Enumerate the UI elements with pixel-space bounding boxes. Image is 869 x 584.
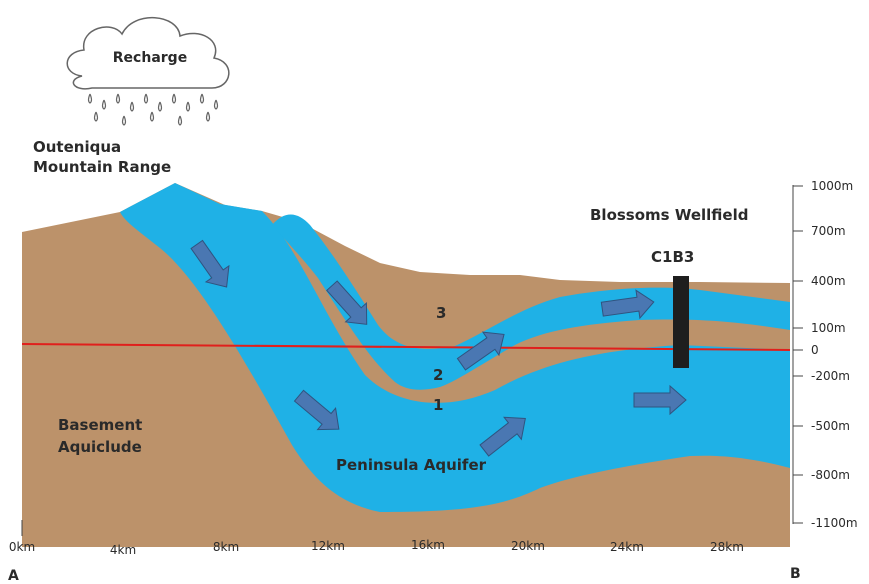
distance-tick-label: 24km <box>610 540 644 554</box>
depth-tick-label: -800m <box>811 468 850 482</box>
distance-tick-label: 16km <box>411 538 445 552</box>
flow-arrow-icon <box>600 289 655 320</box>
flow-arrow-icon <box>456 331 505 371</box>
upper-aquifer-band <box>272 214 790 390</box>
depth-tick-label: -1100m <box>811 516 858 530</box>
recharge-cloud-icon: Recharge <box>66 17 230 126</box>
depth-tick-label: -200m <box>811 369 850 383</box>
depth-tick-label: 700m <box>811 224 846 238</box>
distance-tick-label: 20km <box>511 539 545 553</box>
depth-tick-label: 400m <box>811 274 846 288</box>
flow-arrow-icon <box>326 280 368 325</box>
peninsula-aquifer-label: Peninsula Aquifer <box>336 456 487 474</box>
layer-2-label: 2 <box>433 366 443 384</box>
distance-tick-label: 28km <box>710 540 744 554</box>
peninsula-aquifer <box>120 183 790 512</box>
basement-label: Basement <box>58 416 142 434</box>
wellfield-label: Blossoms Wellfield <box>590 206 748 224</box>
layer-1-label: 1 <box>433 396 443 414</box>
recharge-label: Recharge <box>113 50 187 66</box>
distance-tick-label: 12km <box>311 539 345 553</box>
basement-label: Aquiclude <box>58 438 142 456</box>
depth-tick-label: 0 <box>811 343 819 357</box>
point-b-label: B <box>790 566 801 582</box>
layer-3-label: 3 <box>436 304 446 322</box>
flow-arrow-icon <box>479 416 526 457</box>
sea-level-line <box>21 343 791 351</box>
depth-tick-label: -500m <box>811 419 850 433</box>
flow-arrow-icon <box>633 384 687 416</box>
flow-arrow-icon <box>293 389 340 431</box>
distance-axis: 0km 4km 8km 12km 16km 20km 24km 28km <box>9 520 744 557</box>
distance-tick-label: 0km <box>9 540 35 554</box>
flow-arrows <box>190 239 687 457</box>
distance-tick-label: 8km <box>213 540 239 554</box>
flow-arrow-icon <box>190 239 230 288</box>
distance-tick-label: 4km <box>110 543 136 557</box>
depth-axis: 1000m 700m 400m 100m 0 -200m -500m -800m -1100m <box>792 179 858 530</box>
mountain-range-label: Outeniqua <box>33 138 121 156</box>
depth-tick-label: 100m <box>811 321 846 335</box>
borehole-c1b3 <box>673 276 689 368</box>
borehole-label: C1B3 <box>651 248 694 266</box>
depth-tick-label: 1000m <box>811 179 853 193</box>
point-a-label: A <box>8 568 19 584</box>
mountain-range-label: Mountain Range <box>33 158 171 176</box>
